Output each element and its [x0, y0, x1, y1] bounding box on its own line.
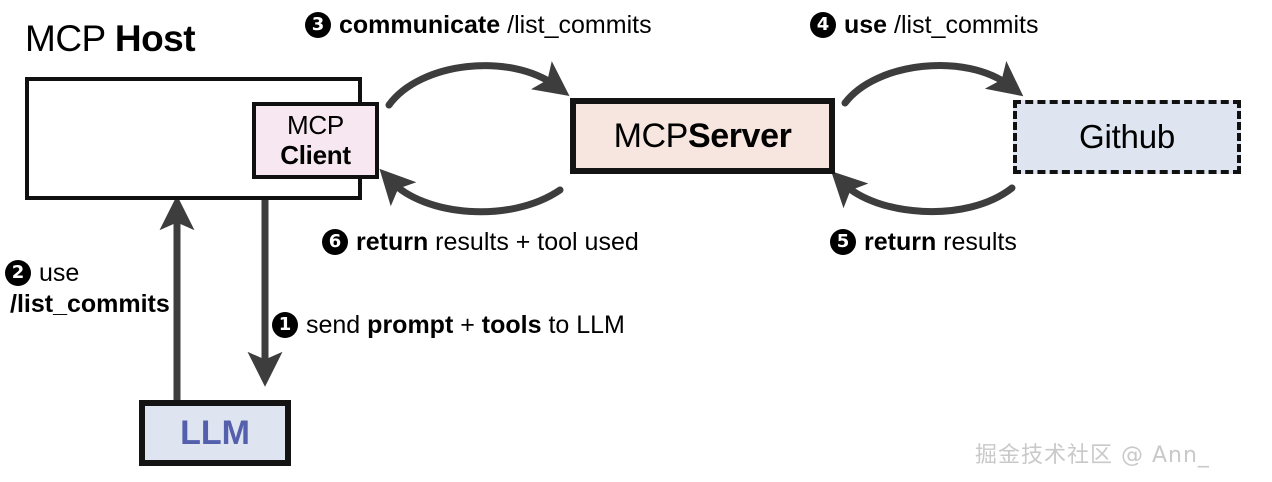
step-1-mid: + — [453, 311, 482, 339]
step-6-label: 6 return results + tool used — [322, 227, 639, 258]
step-1-label: 1 send prompt + tools to LLM — [272, 310, 625, 341]
step-1-text: send prompt + tools to LLM — [306, 310, 625, 341]
step-6-badge: 6 — [322, 229, 348, 255]
step-4-label: 4 use /list_commits — [810, 10, 1039, 41]
step-1-badge: 1 — [272, 312, 298, 338]
step-2-label: 2 use /list_commits — [5, 258, 170, 319]
arrow-client-to-server — [385, 61, 570, 109]
llm-box[interactable]: LLM — [139, 400, 291, 466]
step-3-text: communicate /list_commits — [339, 10, 652, 41]
mcp-client-label-line2: Client — [280, 139, 351, 170]
step-6-text: return results + tool used — [356, 227, 639, 258]
step-1-bold1: prompt — [367, 311, 454, 339]
step-6-rest: results + tool used — [428, 228, 639, 256]
step-2-line2: /list_commits — [10, 289, 170, 318]
arrow-server-to-github — [841, 61, 1024, 107]
mcp-host-title-bold: Host — [114, 18, 196, 59]
step-4-rest: /list_commits — [887, 11, 1039, 39]
step-1-pre: send — [306, 311, 368, 339]
mcp-client-label-line1: MCP — [287, 110, 344, 141]
arrow-github-to-server — [831, 171, 1016, 216]
mcp-server-label-regular: MCP — [613, 116, 689, 155]
github-box[interactable]: Github — [1013, 100, 1241, 174]
step-5-text: return results — [864, 227, 1017, 258]
step-5-label: 5 return results — [830, 227, 1017, 258]
llm-label: LLM — [180, 413, 250, 452]
step-5-badge: 5 — [830, 229, 856, 255]
step-3-rest: /list_commits — [500, 11, 652, 39]
step-3-label: 3 communicate /list_commits — [305, 10, 652, 41]
step-4-text: use /list_commits — [844, 10, 1039, 41]
step-3-badge: 3 — [305, 12, 331, 38]
watermark: 掘金技术社区 @ Ann_ — [975, 443, 1210, 468]
mcp-server-box[interactable]: MCP Server — [570, 98, 835, 174]
step-2-line1: use — [39, 259, 80, 287]
mcp-client-box[interactable]: MCP Client — [252, 102, 379, 179]
mcp-server-label-bold: Server — [687, 116, 792, 155]
step-4-badge: 4 — [810, 12, 836, 38]
step-5-rest: results — [936, 228, 1017, 256]
step-1-bold2: tools — [481, 311, 542, 339]
step-1-post: to LLM — [541, 311, 625, 339]
step-5-bold: return — [864, 228, 937, 256]
step-4-bold: use — [844, 11, 888, 39]
github-label: Github — [1078, 117, 1176, 155]
step-3-bold: communicate — [339, 11, 501, 39]
mcp-host-title: MCP Host — [25, 18, 196, 60]
step-6-bold: return — [356, 228, 429, 256]
step-2-lines: use /list_commits — [10, 258, 170, 319]
arrow-server-to-client — [379, 168, 564, 216]
step-2-badge: 2 — [5, 260, 31, 286]
mcp-host-title-regular: MCP — [25, 18, 115, 59]
